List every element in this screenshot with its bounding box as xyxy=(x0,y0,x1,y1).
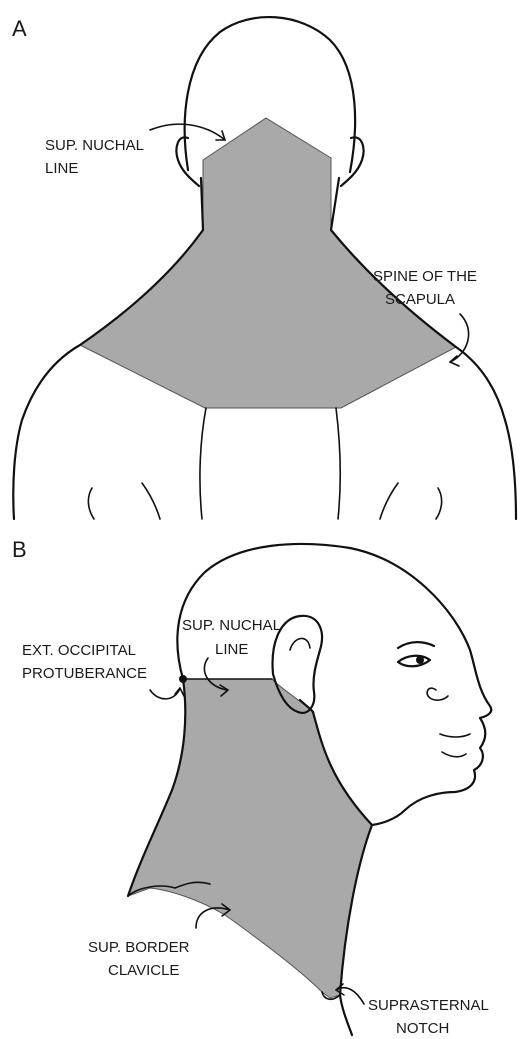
panel-a-label-scapula-1: SPINE OF THE xyxy=(373,268,477,285)
panel-a-muscle-left-1 xyxy=(88,488,94,519)
panel-b-label-suprasternal-2: NOTCH xyxy=(396,1020,449,1037)
panel-a-back-line-right xyxy=(336,408,340,519)
panel-a-label-nuchal-line-2: LINE xyxy=(45,160,78,177)
panel-b-label-nuchal-line-2: LINE xyxy=(215,641,248,658)
panel-b-label-clavicle-1: SUP. BORDER xyxy=(88,939,190,956)
panel-a-letter: A xyxy=(12,16,27,41)
panel-b-occipital-point xyxy=(179,675,187,683)
panel-a-muscle-right-2 xyxy=(436,488,442,519)
panel-b-eye xyxy=(398,656,430,667)
panel-b: B SUP. NUCHAL LINE EXT. O xyxy=(12,537,491,1037)
panel-b-label-occipital-2: PROTUBERANCE xyxy=(22,665,147,682)
panel-b-label-suprasternal-1: SUPRASTERNAL xyxy=(368,997,489,1014)
panel-a-back-line-left xyxy=(200,408,206,519)
panel-b-letter: B xyxy=(12,537,27,562)
panel-b-chin xyxy=(442,752,466,757)
panel-a-muscle-left-2 xyxy=(142,483,160,519)
panel-b-ear-inner xyxy=(290,638,310,650)
panel-a-muscle-right-1 xyxy=(380,483,398,519)
panel-b-nostril xyxy=(427,688,448,700)
panel-b-label-clavicle-2: CLAVICLE xyxy=(108,962,179,979)
panel-a-label-scapula-2: SCAPULA xyxy=(385,291,455,308)
panel-a-label-nuchal-line-1: SUP. NUCHAL xyxy=(45,137,144,154)
panel-b-pupil xyxy=(416,656,424,664)
panel-a: A SUP. NUCHAL LINE SPINE OF THE SCAPULA xyxy=(12,16,516,519)
panel-b-mouth xyxy=(440,734,470,737)
panel-a-shaded-region xyxy=(80,118,456,408)
panel-b-eyebrow xyxy=(398,642,434,648)
panel-b-label-nuchal-line-1: SUP. NUCHAL xyxy=(182,617,281,634)
panel-b-label-occipital-1: EXT. OCCIPITAL xyxy=(22,642,136,659)
